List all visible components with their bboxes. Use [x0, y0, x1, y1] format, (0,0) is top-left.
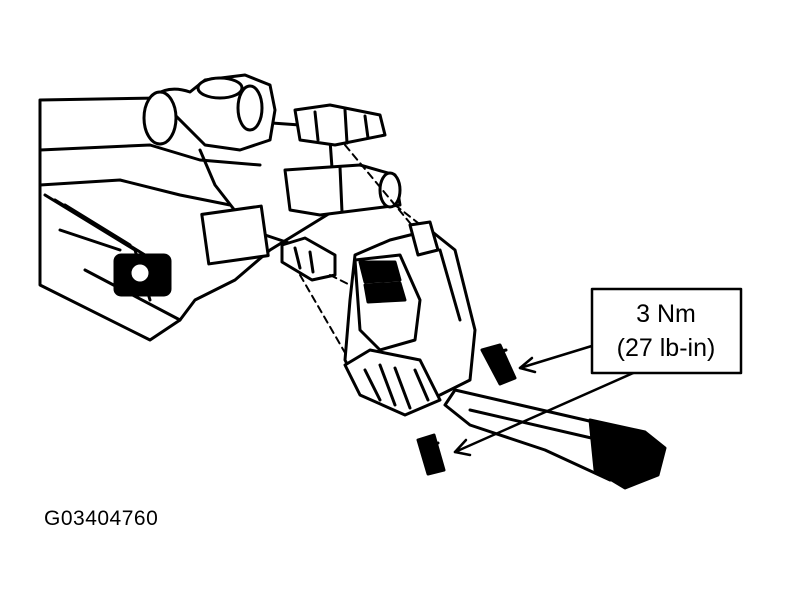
- electrical-connector: [280, 236, 337, 282]
- screw-lower: [416, 433, 446, 476]
- steering-column: [38, 73, 402, 342]
- switch-lever: [443, 388, 667, 490]
- callout-leader-arrows: [453, 343, 642, 457]
- screw-upper: [480, 343, 517, 386]
- torque-lbin-label: (27 lb-in): [617, 334, 716, 362]
- torque-callout-box: [590, 287, 743, 375]
- figure-id-label: G03404760: [44, 507, 159, 530]
- multifunction-switch: [343, 220, 477, 417]
- torque-nm-label: 3 Nm: [636, 300, 696, 328]
- torque-callout: 3 Nm (27 lb-in): [590, 287, 743, 375]
